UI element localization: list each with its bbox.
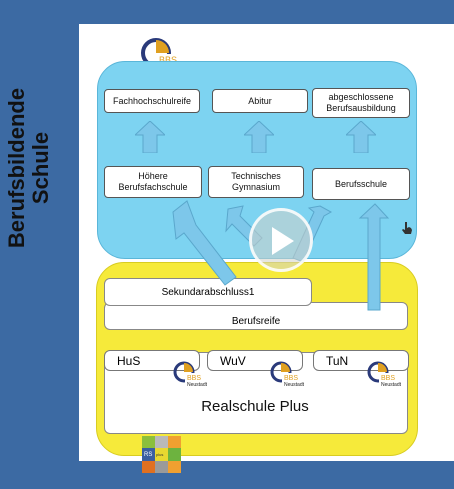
hand-cursor-icon [402, 222, 412, 234]
logo-line1: BBS [381, 375, 395, 382]
branch-hus-label: HuS [117, 353, 141, 368]
arrow-up-icon [244, 121, 274, 153]
arrow-up-icon [135, 121, 165, 153]
arrow-up-icon [346, 121, 376, 153]
berufsreife-label: Berufsreife [231, 315, 281, 327]
mid-box-berufsschule: Berufsschule [312, 168, 410, 200]
branch-tun-label: TuN [326, 353, 349, 368]
play-icon [272, 227, 294, 255]
rs-logo-line1: RS [144, 452, 152, 458]
rs-logo-line2: plus [156, 452, 163, 457]
logo-line1: BBS [284, 375, 298, 382]
mid-box-technisches-gymnasium: Technisches Gymnasium [208, 166, 304, 198]
bottom-strip [0, 461, 454, 489]
branch-wuv-label: WuV [220, 353, 246, 368]
sekundarabschluss-box: Sekundarabschluss1 [104, 278, 312, 306]
logo-line2: Neustadt [381, 382, 402, 388]
top-box-fachhochschulreife: Fachhochschulreife [104, 89, 200, 113]
logo-line2: Neustadt [284, 382, 305, 388]
rs-plus-logo: RS plus [142, 436, 181, 473]
logo-line1: BBS [159, 55, 177, 65]
realschule-label: Realschule Plus [201, 398, 309, 415]
top-box-berufsausbildung: abgeschlossene Berufsausbildung [312, 88, 410, 118]
logo-line2: Neustadt [187, 382, 208, 388]
berufsreife-box: Berufsreife [104, 302, 408, 330]
top-box-abitur: Abitur [212, 89, 308, 113]
bbs-logo: BBS Neustadt [367, 361, 405, 388]
video-play-button[interactable] [249, 208, 313, 272]
logo-line1: BBS [187, 375, 201, 382]
branch-wuv: WuV [207, 350, 303, 371]
bbs-logo: BBS Neustadt [270, 361, 308, 388]
mid-box-hoehere-berufsfachschule: Höhere Berufsfachschule [104, 166, 202, 198]
bbs-logo: BBS Neustadt [173, 361, 211, 388]
